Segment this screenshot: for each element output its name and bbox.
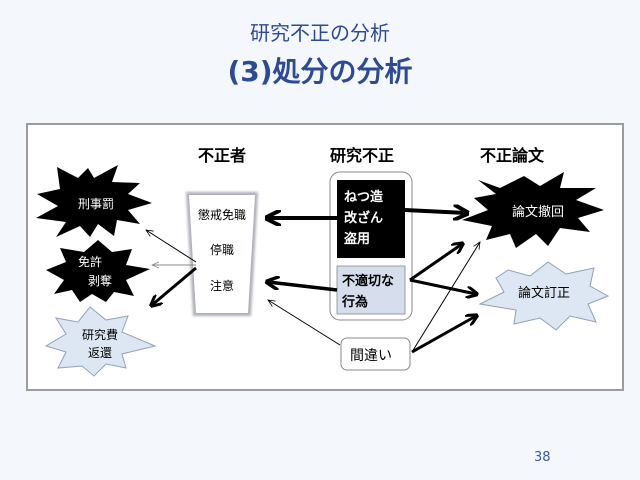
discipline-trapezoid	[189, 195, 255, 313]
discipline-dismissal: 懲戒免職	[198, 207, 246, 222]
inappropriate-conduct-box	[336, 265, 406, 315]
slide-subtitle: 研究不正の分析	[250, 21, 390, 45]
arrow-mistake-to-correction	[411, 316, 476, 354]
serious-misconduct-box	[337, 180, 405, 258]
arrow-mistake-to-warning	[268, 300, 341, 346]
grant-refund-label-1: 研究費	[82, 327, 118, 342]
correction-shape: 論文訂正	[478, 261, 610, 331]
inappropriate-conduct-label-2: 行為	[341, 294, 368, 310]
arrow-inappropriate-to-correction	[409, 278, 476, 294]
arrow-serious-to-retraction	[404, 210, 466, 213]
grant-refund-label-2: 返還	[88, 346, 112, 360]
license-revocation-label-1: 免許	[78, 254, 102, 269]
slide-title: (3)処分の分析	[227, 55, 413, 88]
inappropriate-conduct-label-1: 不適切な	[342, 273, 394, 289]
misconduct-fabrication: ねつ造	[344, 189, 384, 205]
black-star-shape	[46, 240, 150, 302]
header-offender: 不正者	[198, 146, 246, 165]
license-revocation-shape: 免許 剥奪	[46, 240, 150, 302]
license-revocation-label-2: 剥奪	[88, 273, 112, 288]
criminal-penalty-label: 刑事罰	[78, 197, 114, 211]
arrow-inappropriate-to-warning	[268, 282, 338, 292]
arrow-inappropriate-to-retraction	[409, 244, 462, 282]
misconduct-plagiarism: 盗用	[344, 231, 370, 247]
black-star-shape	[462, 172, 604, 248]
discipline-box: 懲戒免職 停職 注意	[186, 192, 258, 316]
correction-label: 論文訂正	[518, 285, 570, 301]
light-star-shape	[478, 261, 610, 331]
light-star-shape	[44, 306, 157, 377]
criminal-penalty-shape: 刑事罰	[36, 165, 152, 237]
misconduct-falsification: 改ざん	[344, 210, 383, 226]
arrow-offender-to-criminal-penalty	[146, 230, 197, 263]
arrow-offender-to-grant-refund	[152, 266, 197, 305]
retraction-label: 論文撤回	[512, 204, 564, 220]
page-number: 38	[534, 450, 551, 465]
header-misconduct: 研究不正	[330, 146, 394, 165]
mistake-label: 間違い	[350, 348, 392, 364]
grant-refund-shape: 研究費 返還	[44, 306, 157, 377]
mistake-box	[340, 337, 411, 371]
header-paper: 不正論文	[480, 146, 545, 165]
discipline-warning: 注意	[210, 278, 234, 293]
arrow-mistake-to-retraction	[411, 242, 480, 353]
discipline-suspension: 停職	[210, 242, 234, 257]
retraction-shape: 論文撤回	[462, 172, 604, 248]
black-star-shape	[36, 165, 152, 237]
